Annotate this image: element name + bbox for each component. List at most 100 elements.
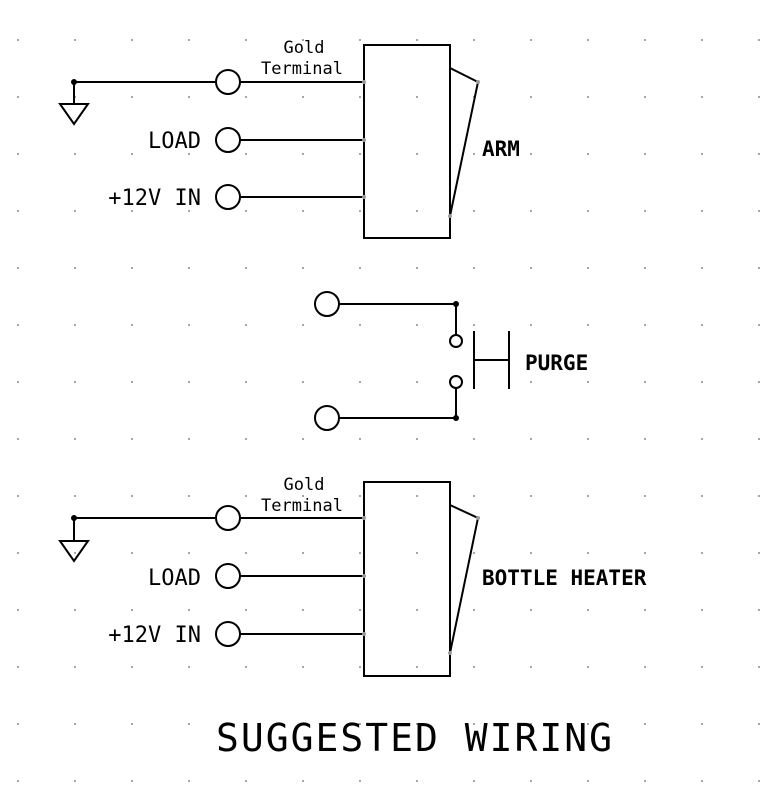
grid-dot: [530, 495, 532, 497]
grid-dot: [302, 552, 304, 554]
grid-dot: [473, 723, 475, 725]
grid-dot: [587, 780, 589, 782]
grid-dot: [245, 96, 247, 98]
grid-dot: [245, 780, 247, 782]
ground-symbol: [58, 82, 90, 126]
grid-dot: [530, 324, 532, 326]
grid-dot: [416, 723, 418, 725]
grid-dot: [473, 552, 475, 554]
grid-dot: [245, 267, 247, 269]
grid-dot: [245, 153, 247, 155]
grid-dot: [758, 324, 760, 326]
grid-dot: [644, 723, 646, 725]
grid-dot: [701, 723, 703, 725]
grid-dot: [416, 210, 418, 212]
grid-dot: [131, 210, 133, 212]
grid-dot: [359, 780, 361, 782]
grid-dot: [74, 267, 76, 269]
grid-dot: [245, 39, 247, 41]
gold-terminal: [215, 505, 241, 531]
grid-dot: [644, 324, 646, 326]
grid-dot: [701, 381, 703, 383]
grid-dot: [131, 438, 133, 440]
grid-dot: [245, 438, 247, 440]
grid-dot: [587, 495, 589, 497]
grid-dot: [359, 609, 361, 611]
grid-dot: [359, 39, 361, 41]
grid-dot: [644, 210, 646, 212]
grid-dot: [701, 495, 703, 497]
grid-dot: [17, 381, 19, 383]
grid-dot: [530, 153, 532, 155]
ground-symbol: [58, 518, 90, 563]
grid-dot: [530, 381, 532, 383]
gold-label-line1: Gold: [284, 475, 325, 495]
grid-dot: [758, 438, 760, 440]
grid-dot: [188, 324, 190, 326]
grid-dot: [530, 723, 532, 725]
grid-dot: [188, 666, 190, 668]
grid-dot: [17, 495, 19, 497]
gold-label-line2: Terminal: [261, 496, 343, 516]
grid-dot: [245, 324, 247, 326]
grid-dot: [17, 438, 19, 440]
grid-dot: [530, 39, 532, 41]
grid-dot: [245, 552, 247, 554]
grid-dot: [359, 324, 361, 326]
grid-dot: [302, 153, 304, 155]
grid-dot: [758, 96, 760, 98]
grid-dot: [188, 780, 190, 782]
grid-dot: [131, 324, 133, 326]
grid-dot: [587, 210, 589, 212]
grid-dot: [473, 666, 475, 668]
grid-dot: [701, 438, 703, 440]
grid-dot: [131, 723, 133, 725]
purge-pushbutton-group: PURGE: [314, 291, 588, 431]
grid-dot: [416, 495, 418, 497]
grid-dot: [473, 780, 475, 782]
grid-dot: [188, 438, 190, 440]
grid-dot: [188, 381, 190, 383]
grid-dot: [359, 96, 361, 98]
grid-dot: [17, 723, 19, 725]
grid-dot: [245, 609, 247, 611]
grid-dot: [587, 153, 589, 155]
grid-dot: [473, 210, 475, 212]
grid-dot: [644, 267, 646, 269]
grid-dot: [17, 210, 19, 212]
grid-dot: [644, 609, 646, 611]
grid-dot: [416, 780, 418, 782]
grid-dot: [416, 381, 418, 383]
grid-dot: [188, 609, 190, 611]
grid-dot: [74, 324, 76, 326]
grid-dot: [644, 495, 646, 497]
grid-dot: [188, 153, 190, 155]
grid-dot: [131, 780, 133, 782]
grid-dot: [587, 438, 589, 440]
grid-dot: [302, 210, 304, 212]
grid-dot: [131, 666, 133, 668]
grid-dot: [74, 723, 76, 725]
grid-dot: [188, 495, 190, 497]
grid-dot: [701, 96, 703, 98]
grid-dot: [188, 552, 190, 554]
grid-dot: [758, 495, 760, 497]
grid-dot: [701, 153, 703, 155]
grid-dot: [17, 324, 19, 326]
grid-dot: [131, 495, 133, 497]
background-grid: [17, 39, 760, 782]
pushbutton-name-label: PURGE: [525, 351, 588, 375]
grid-dot: [359, 210, 361, 212]
grid-dot: [17, 153, 19, 155]
grid-dot: [74, 438, 76, 440]
grid-dot: [416, 267, 418, 269]
grid-dot: [701, 552, 703, 554]
grid-dot: [644, 381, 646, 383]
grid-dot: [359, 666, 361, 668]
grid-dot: [302, 780, 304, 782]
purge-terminal-bottom: [314, 405, 340, 431]
grid-dot: [17, 552, 19, 554]
grid-dot: [758, 153, 760, 155]
grid-dot: [587, 723, 589, 725]
grid-dot: [416, 96, 418, 98]
